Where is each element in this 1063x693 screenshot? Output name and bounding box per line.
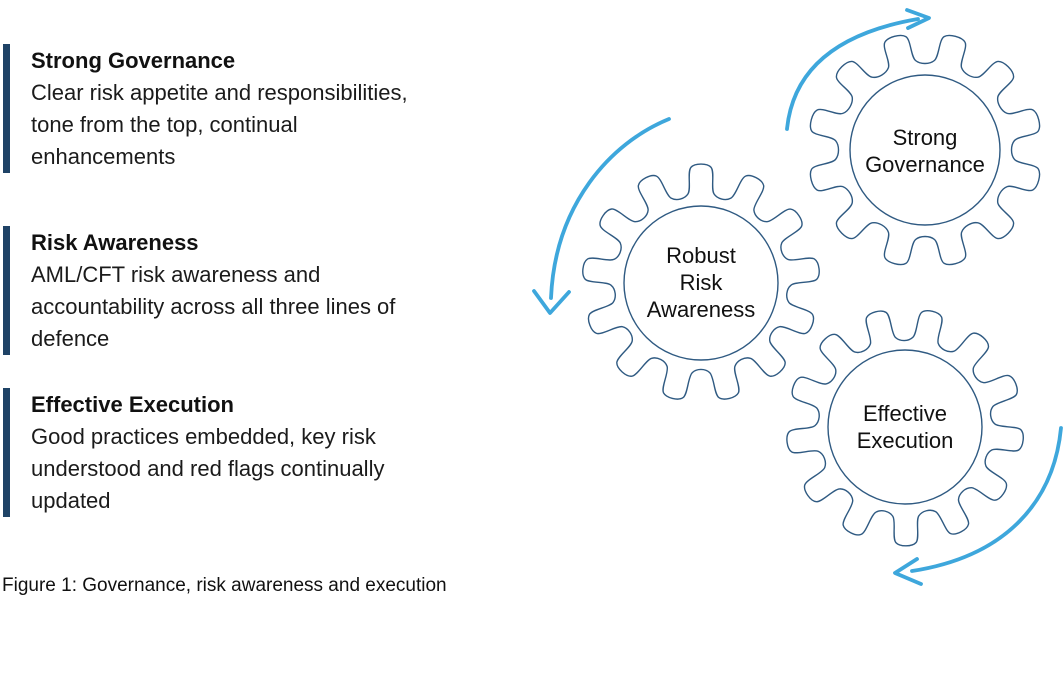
block-title: Risk Awareness [31,230,199,255]
block-line: updated [31,488,111,513]
gear-label-line: Governance [865,152,985,177]
block-line: accountability across all three lines of [31,294,396,319]
gear-label-line: Execution [856,428,954,453]
block-line: understood and red flags continually [31,456,385,481]
block-line: enhancements [31,144,176,169]
rotation-arrow-left-icon [532,117,671,315]
block-line: Clear risk appetite and responsibilities… [31,80,408,105]
gear-label-line: Awareness [646,297,756,322]
block-title: Strong Governance [31,48,236,73]
gear-label-line: Risk [679,270,723,295]
rotation-arrow-bottom-icon [893,426,1063,586]
text-block-strong-governance: Strong Governance Clear risk appetite an… [3,44,508,173]
gear-label-effective-execution: Effective Execution [815,400,995,454]
gear-effective-execution [786,310,1024,547]
gear-robust-risk-awareness [582,163,820,400]
text-block-effective-execution: Effective Execution Good practices embed… [3,388,508,517]
gear-label-line: Robust [666,243,736,268]
gear-label-robust-risk-awareness: Robust Risk Awareness [611,242,791,323]
block-line: defence [31,326,110,351]
figure-caption: Figure 1: Governance, risk awareness and… [2,575,447,596]
gear-strong-governance [809,34,1041,266]
block-line: tone from the top, continual [31,112,298,137]
block-line: Good practices embedded, key risk [31,424,376,449]
gear-label-line: Effective [863,401,947,426]
block-title: Effective Execution [31,392,234,417]
rotation-arrow-top-icon [785,8,931,131]
gear-label-line: Strong [892,125,958,150]
gear-label-strong-governance: Strong Governance [835,124,1015,178]
block-line: AML/CFT risk awareness and [31,262,321,287]
text-block-risk-awareness: Risk Awareness AML/CFT risk awareness an… [3,226,508,355]
